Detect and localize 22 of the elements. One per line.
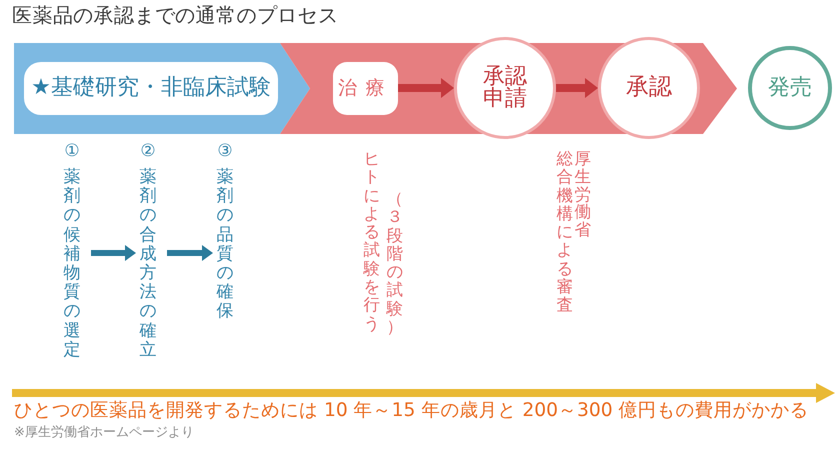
- arrow: [556, 78, 598, 98]
- step-number: ①: [64, 143, 80, 160]
- step-number: ③: [217, 143, 233, 160]
- step-number: ②: [140, 143, 156, 160]
- step-label: 薬剤の品質の確保: [216, 168, 234, 322]
- stage-label: 承認: [626, 76, 672, 100]
- arrow: [91, 245, 136, 261]
- diagram-title: 医薬品の承認までの通常のプロセス: [12, 3, 338, 27]
- stage-label: 承認申請: [483, 66, 527, 110]
- stage-note: 厚生労働省: [574, 150, 592, 239]
- step-label: 薬剤の合成方法の確立: [138, 168, 158, 360]
- arrow: [167, 245, 213, 261]
- stage-label: 発売: [768, 76, 812, 100]
- arrow: [398, 78, 454, 98]
- stage-note: ヒトによる試験を行う: [363, 150, 382, 333]
- timeline-label: ひとつの医薬品を開発するためには 10 年～15 年の歳月と 200～300 億円もの費用がかかる: [14, 400, 809, 422]
- step-label: 薬剤の候補物質の選定: [62, 168, 82, 360]
- stage-note: （３段階の試験）: [386, 190, 404, 336]
- stage-box: ★基礎研究・非臨床試験: [24, 62, 278, 115]
- stage-note: 総合機構による審査: [556, 150, 574, 315]
- stage-box: 治療: [333, 62, 398, 115]
- source-note: ※厚生労働省ホームページより: [14, 425, 194, 441]
